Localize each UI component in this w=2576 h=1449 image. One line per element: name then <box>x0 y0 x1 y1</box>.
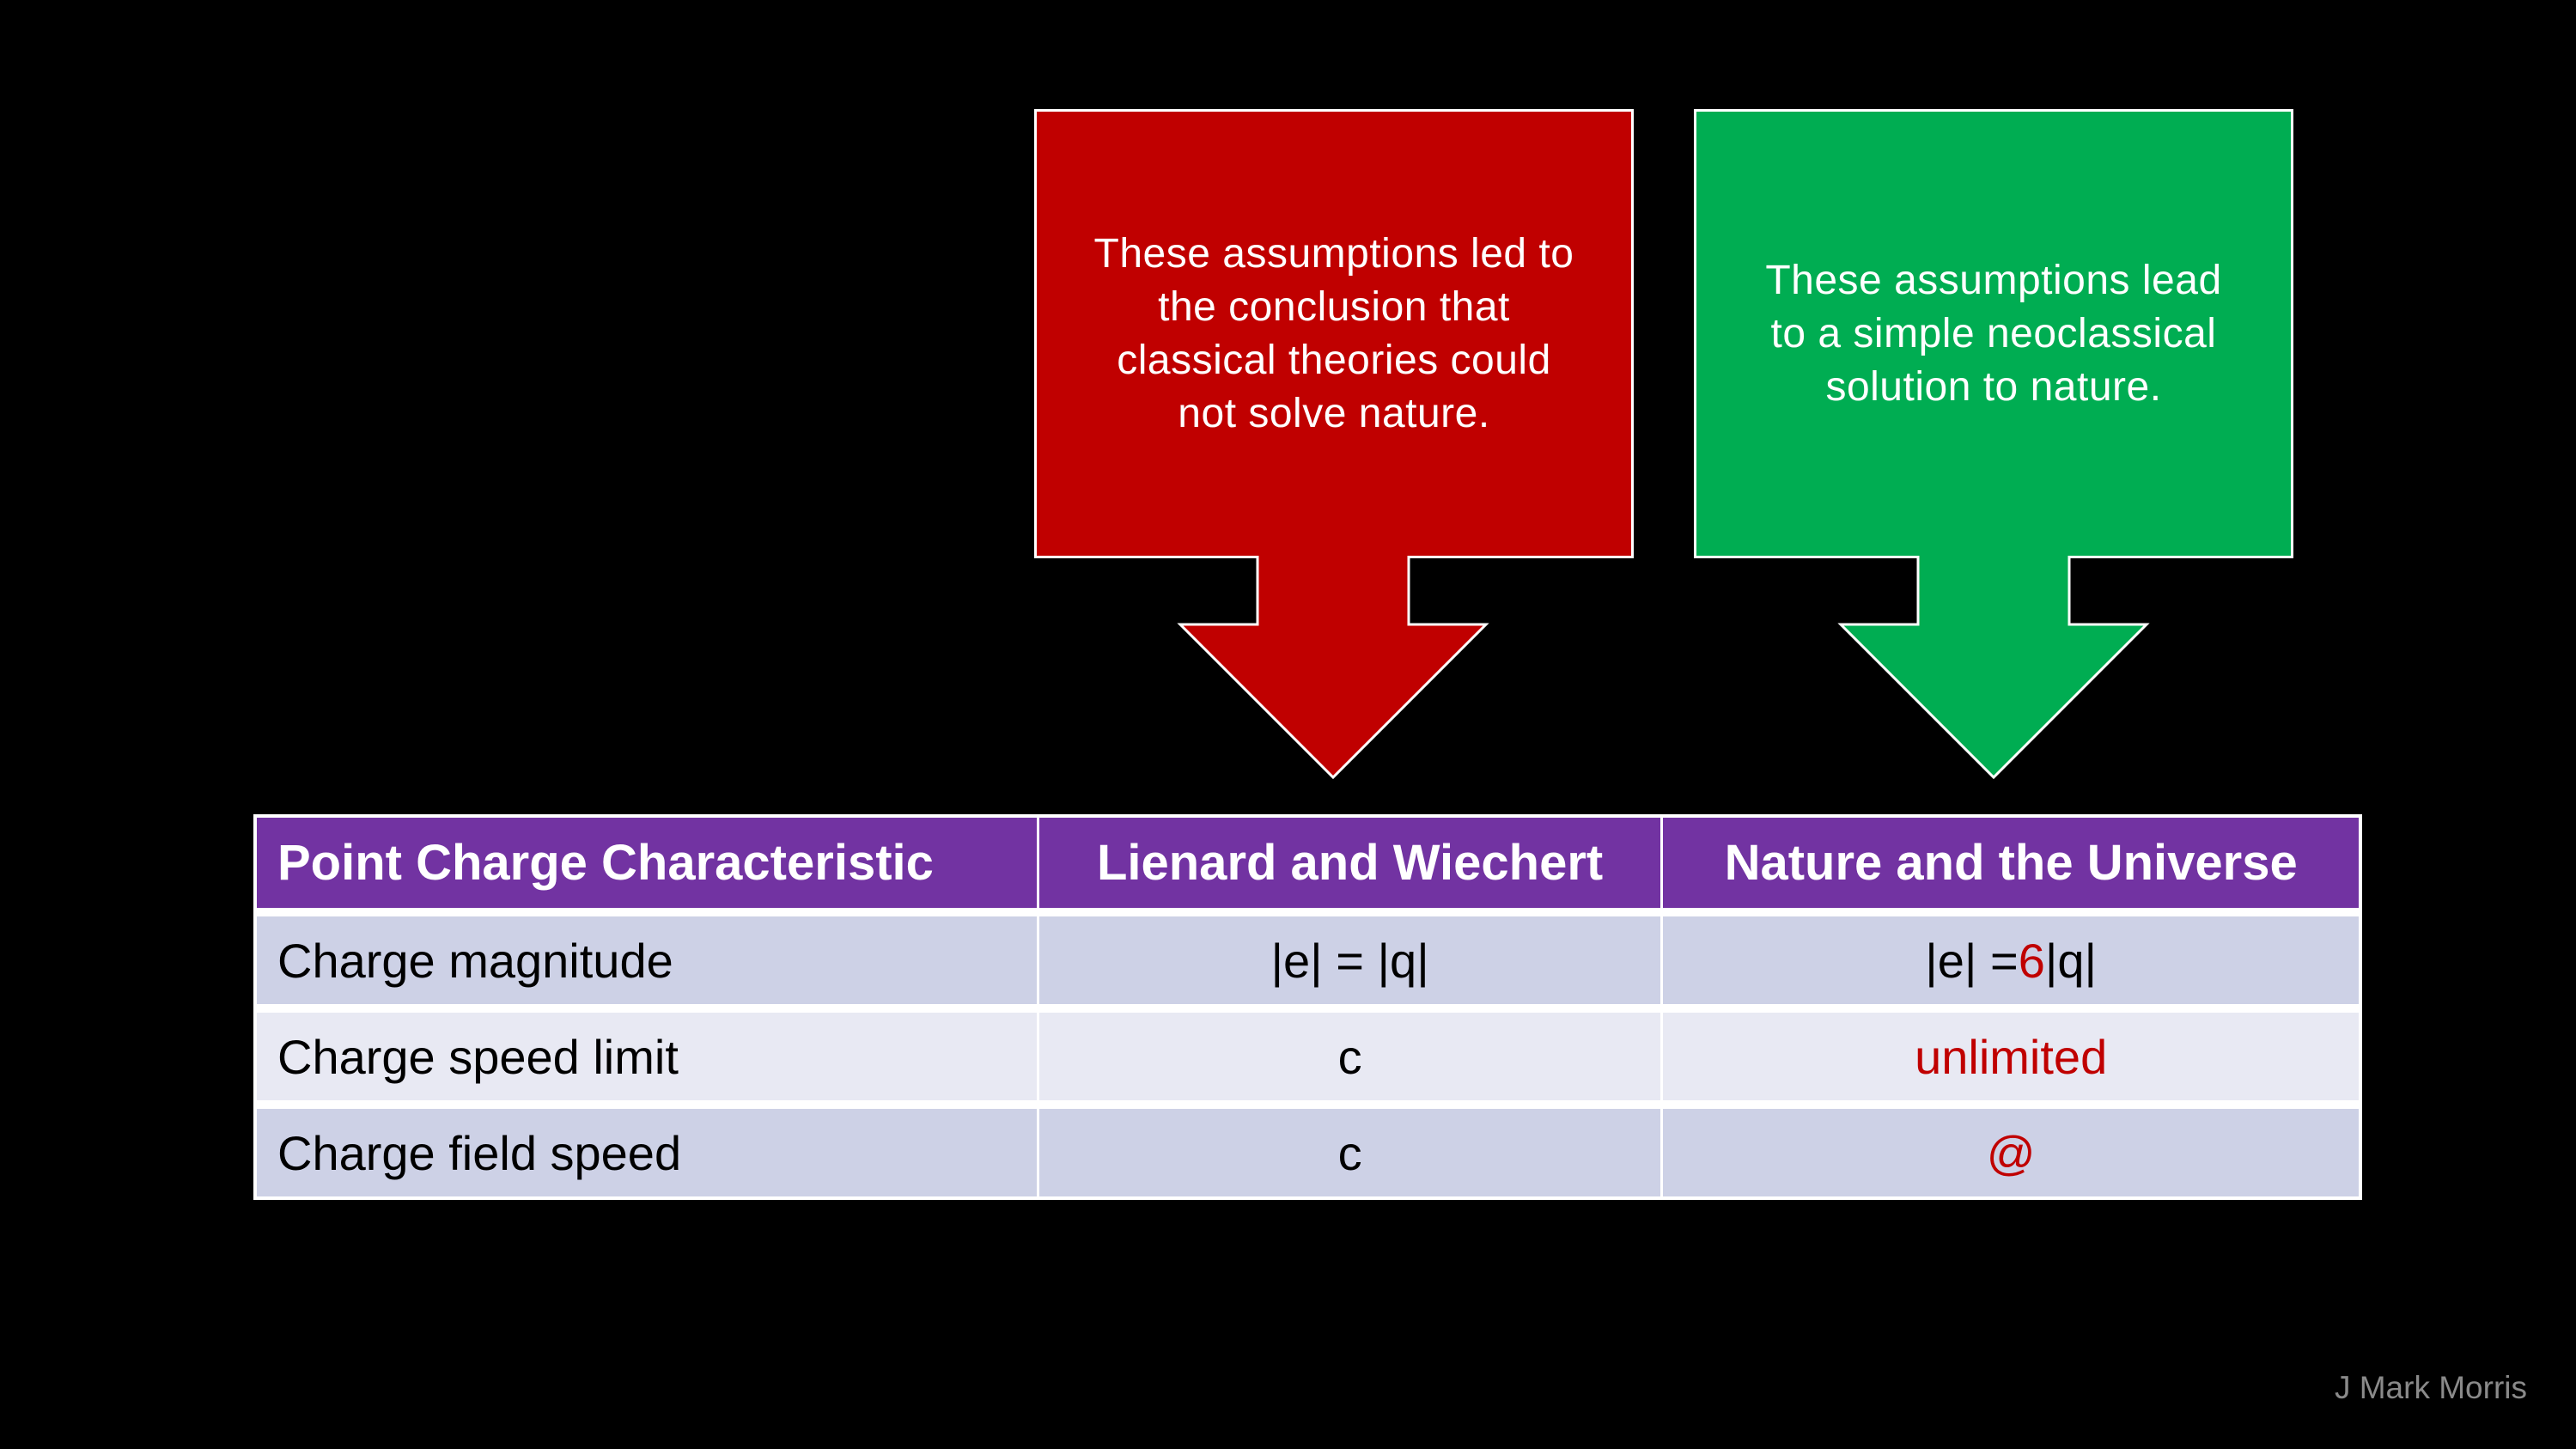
callout-neoclassical-text: These assumptions lead to a simple neocl… <box>1765 257 2222 410</box>
header-cell-nature: Nature and the Universe <box>1663 818 2359 908</box>
nature-magnitude-suffix: |q| <box>2044 933 2098 988</box>
nature-speed-limit-accent: unlimited <box>1915 1029 2108 1084</box>
cell-characteristic-magnitude: Charge magnitude <box>257 916 1037 1004</box>
cell-characteristic-field-speed: Charge field speed <box>257 1109 1037 1196</box>
nature-magnitude-prefix: |e| = <box>1925 933 2019 988</box>
header-cell-lienard: Lienard and Wiechert <box>1038 818 1661 908</box>
cell-characteristic-speed-limit: Charge speed limit <box>257 1013 1037 1100</box>
callout-classical: These assumptions led to the conclusion … <box>1034 109 1634 558</box>
cell-lienard-magnitude: |e| = |q| <box>1038 916 1661 1004</box>
cell-nature-field-speed: @ <box>1663 1109 2359 1196</box>
attribution-text: J Mark Morris <box>2334 1370 2527 1405</box>
classical-down-arrow-icon <box>1177 556 1489 780</box>
cell-lienard-speed-limit: c <box>1038 1013 1661 1100</box>
cell-lienard-field-speed: c <box>1038 1109 1661 1196</box>
nature-magnitude-accent: 6 <box>2018 933 2045 988</box>
nature-field-speed-accent: @ <box>1986 1125 2036 1180</box>
callout-classical-text: These assumptions led to the conclusion … <box>1093 230 1574 436</box>
neoclassical-down-arrow-icon <box>1837 556 2150 780</box>
cell-nature-magnitude: |e| = 6|q| <box>1663 916 2359 1004</box>
header-cell-characteristic: Point Charge Characteristic <box>257 818 1037 908</box>
cell-nature-speed-limit: unlimited <box>1663 1013 2359 1100</box>
callout-neoclassical: These assumptions lead to a simple neocl… <box>1694 109 2293 558</box>
comparison-table: Point Charge Characteristic Lienard and … <box>253 814 2362 1200</box>
